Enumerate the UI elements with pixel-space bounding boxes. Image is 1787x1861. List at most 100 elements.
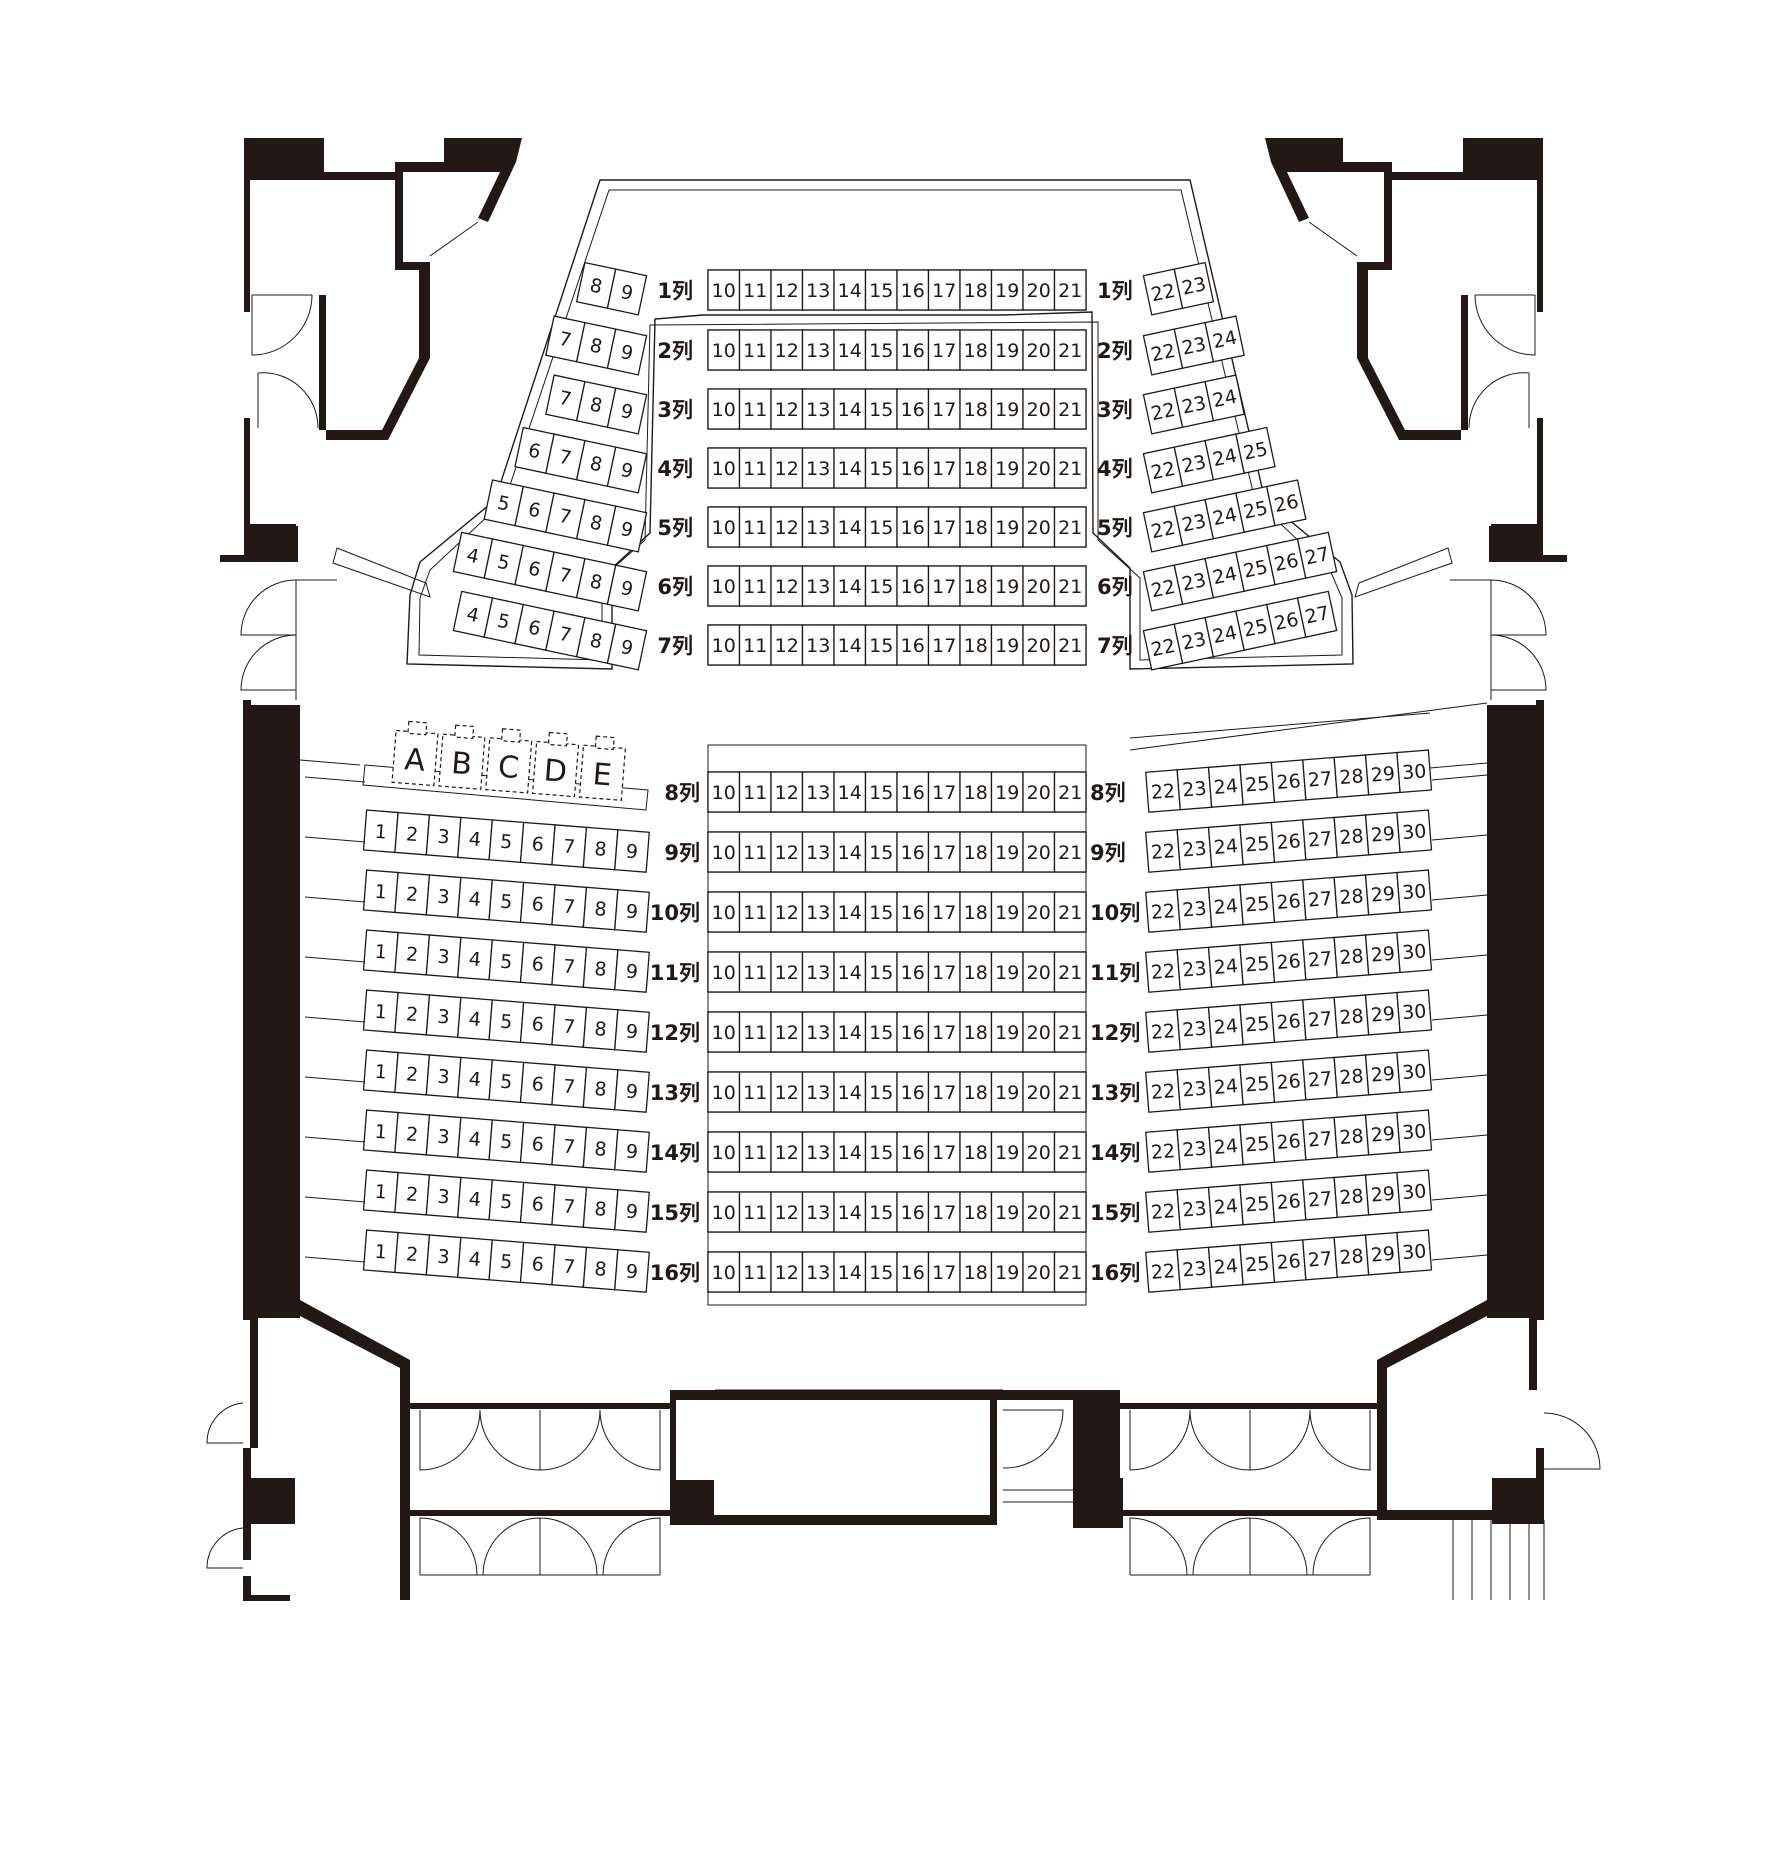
seat-19[interactable]: 19 [990, 1251, 1024, 1293]
seat-14[interactable]: 14 [833, 329, 867, 371]
seat-5[interactable]: 5 [488, 999, 525, 1043]
seat-23[interactable]: 23 [1173, 616, 1215, 665]
seat-17[interactable]: 17 [927, 1191, 961, 1233]
seat-21[interactable]: 21 [1053, 447, 1087, 489]
seat-9[interactable]: 9 [606, 505, 648, 553]
seat-16[interactable]: 16 [896, 269, 930, 311]
seat-9[interactable]: 9 [606, 268, 648, 316]
seat-21[interactable]: 21 [1053, 1251, 1087, 1293]
seat-3[interactable]: 3 [425, 994, 462, 1039]
seat-20[interactable]: 20 [1022, 447, 1056, 489]
seat-21[interactable]: 21 [1053, 1011, 1087, 1053]
seat-16[interactable]: 16 [896, 891, 930, 933]
seat-28[interactable]: 28 [1333, 814, 1370, 859]
seat-29[interactable]: 29 [1364, 751, 1401, 796]
seat-11[interactable]: 11 [738, 329, 772, 371]
seat-15[interactable]: 15 [864, 1131, 898, 1173]
seat-19[interactable]: 19 [990, 269, 1024, 311]
seat-24[interactable]: 24 [1207, 1004, 1244, 1048]
seat-12[interactable]: 12 [770, 1131, 804, 1173]
seat-25[interactable]: 25 [1239, 1241, 1276, 1286]
seat-15[interactable]: 15 [864, 1191, 898, 1233]
seat-14[interactable]: 14 [833, 1131, 867, 1173]
seat-14[interactable]: 14 [833, 831, 867, 873]
seat-16[interactable]: 16 [896, 1251, 930, 1293]
seat-3[interactable]: 3 [425, 1054, 462, 1099]
seat-18[interactable]: 18 [959, 506, 993, 548]
seat-17[interactable]: 17 [927, 1251, 961, 1293]
seat-10[interactable]: 10 [707, 1251, 741, 1293]
seat-5[interactable]: 5 [488, 819, 525, 863]
seat-21[interactable]: 21 [1053, 388, 1087, 430]
seat-1[interactable]: 1 [362, 1049, 399, 1094]
seat-16[interactable]: 16 [896, 951, 930, 993]
seat-11[interactable]: 11 [738, 891, 772, 933]
seat-23[interactable]: 23 [1173, 439, 1215, 488]
seat-21[interactable]: 21 [1053, 565, 1087, 607]
seat-30[interactable]: 30 [1396, 749, 1433, 794]
seat-30[interactable]: 30 [1396, 1169, 1433, 1214]
seat-22[interactable]: 22 [1142, 328, 1184, 376]
seat-6[interactable]: 6 [519, 941, 556, 986]
seat-27[interactable]: 27 [1302, 1056, 1338, 1101]
seat-27[interactable]: 27 [1302, 876, 1338, 921]
seat-14[interactable]: 14 [833, 891, 867, 933]
seat-25[interactable]: 25 [1235, 603, 1276, 651]
seat-13[interactable]: 13 [801, 565, 835, 607]
seat-7[interactable]: 7 [551, 1064, 588, 1108]
seat-10[interactable]: 10 [707, 831, 741, 873]
seat-14[interactable]: 14 [833, 565, 867, 607]
seat-15[interactable]: 15 [864, 624, 898, 666]
seat-26[interactable]: 26 [1270, 879, 1307, 923]
seat-3[interactable]: 3 [425, 1234, 462, 1279]
seat-18[interactable]: 18 [959, 624, 993, 666]
seat-12[interactable]: 12 [770, 624, 804, 666]
seat-11[interactable]: 11 [738, 1011, 772, 1053]
seat-23[interactable]: 23 [1173, 557, 1215, 606]
seat-23[interactable]: 23 [1176, 1246, 1213, 1291]
seat-1[interactable]: 1 [362, 1229, 399, 1274]
seat-12[interactable]: 12 [770, 771, 804, 813]
seat-8[interactable]: 8 [582, 886, 619, 931]
seat-11[interactable]: 11 [738, 388, 772, 430]
seat-17[interactable]: 17 [927, 624, 961, 666]
seat-20[interactable]: 20 [1022, 891, 1056, 933]
seat-6[interactable]: 6 [519, 821, 556, 866]
seat-7[interactable]: 7 [551, 1124, 588, 1168]
seat-27[interactable]: 27 [1302, 816, 1338, 861]
seat-4[interactable]: 4 [457, 936, 493, 981]
seat-23[interactable]: 23 [1176, 886, 1213, 931]
seat-8[interactable]: 8 [582, 1186, 619, 1231]
seat-9[interactable]: 9 [614, 889, 650, 933]
seat-1[interactable]: 1 [362, 809, 399, 854]
seat-19[interactable]: 19 [990, 1071, 1024, 1113]
seat-30[interactable]: 30 [1396, 989, 1433, 1034]
seat-12[interactable]: 12 [770, 891, 804, 933]
seat-8[interactable]: 8 [575, 557, 617, 606]
seat-18[interactable]: 18 [959, 831, 993, 873]
seat-3[interactable]: 3 [425, 1174, 462, 1219]
seat-19[interactable]: 19 [990, 1131, 1024, 1173]
seat-25[interactable]: 25 [1239, 1061, 1276, 1106]
seat-13[interactable]: 13 [801, 506, 835, 548]
seat-17[interactable]: 17 [927, 1071, 961, 1113]
seat-17[interactable]: 17 [927, 1011, 961, 1053]
seat-2[interactable]: 2 [394, 1171, 431, 1216]
seat-13[interactable]: 13 [801, 269, 835, 311]
seat-16[interactable]: 16 [896, 831, 930, 873]
seat-17[interactable]: 17 [927, 506, 961, 548]
seat-18[interactable]: 18 [959, 771, 993, 813]
seat-10[interactable]: 10 [707, 771, 741, 813]
seat-1[interactable]: 1 [362, 1109, 399, 1154]
seat-12[interactable]: 12 [770, 1071, 804, 1113]
seat-7[interactable]: 7 [551, 944, 588, 988]
seat-6[interactable]: 6 [514, 544, 555, 592]
seat-28[interactable]: 28 [1333, 1114, 1370, 1159]
seat-26[interactable]: 26 [1270, 1119, 1307, 1163]
seat-28[interactable]: 28 [1333, 754, 1370, 799]
seat-12[interactable]: 12 [770, 506, 804, 548]
seat-16[interactable]: 16 [896, 329, 930, 371]
seat-9[interactable]: 9 [614, 1129, 650, 1173]
seat-10[interactable]: 10 [707, 269, 741, 311]
seat-11[interactable]: 11 [738, 1251, 772, 1293]
